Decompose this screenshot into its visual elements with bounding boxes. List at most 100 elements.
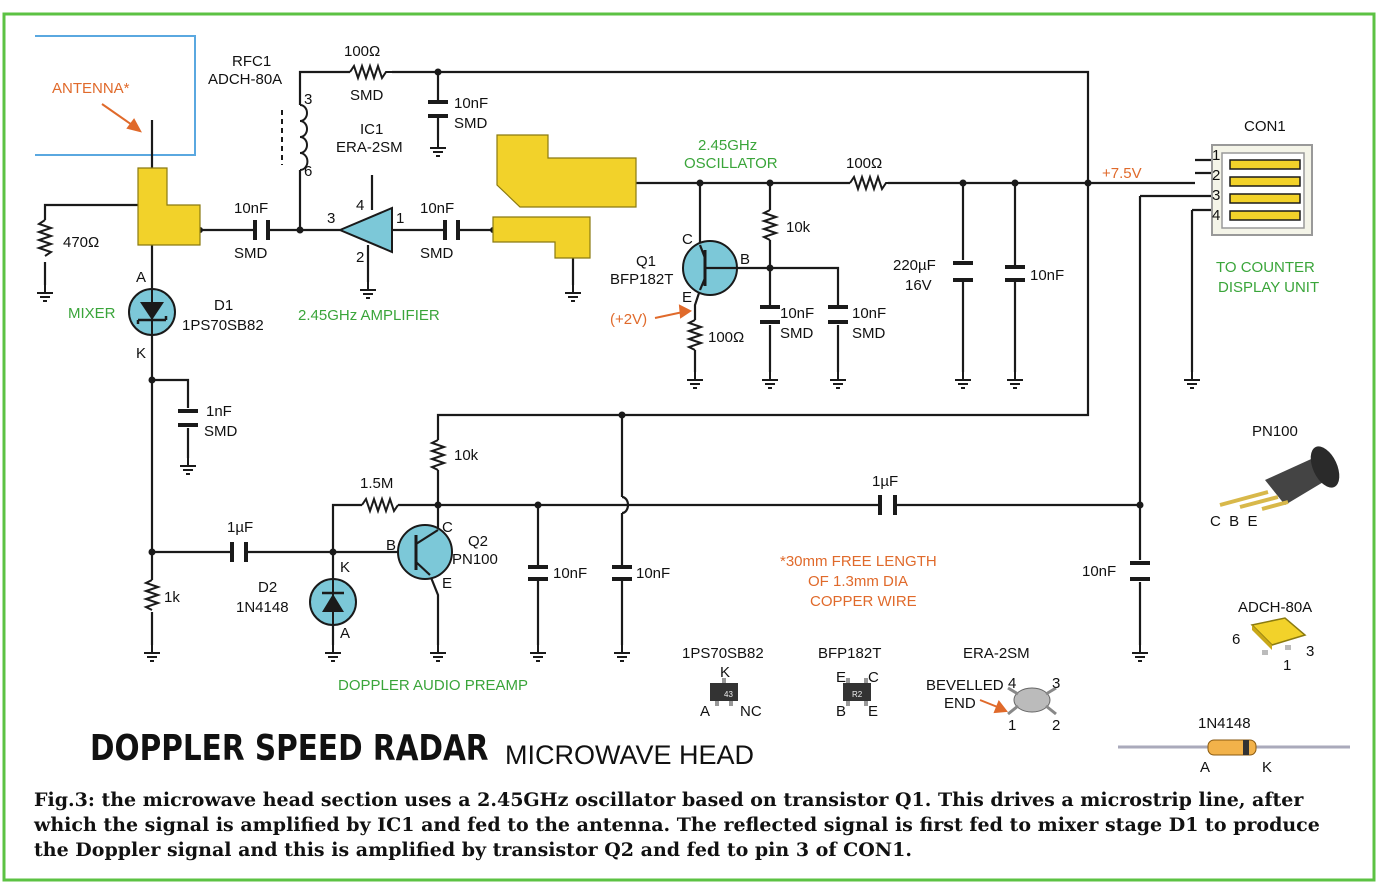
q1-base: B: [740, 251, 750, 268]
pkg-adch-pin-1: 1: [1283, 657, 1291, 674]
c1uf-out-value: 1µF: [872, 473, 898, 490]
resistor-1k: [142, 579, 162, 611]
sot-package-1ps70sb82: [710, 678, 738, 706]
pkg-1ps-marking: 43: [724, 690, 733, 699]
con1-connector: [1211, 144, 1313, 236]
c1uf-in-value: 1µF: [227, 519, 253, 536]
q2-collector: C: [442, 519, 453, 536]
pkg-bfp-c: C: [868, 669, 879, 686]
con1-pin-4: 4: [1212, 207, 1220, 224]
q2-base: B: [386, 537, 396, 554]
r-osc-value: 100Ω: [846, 155, 882, 172]
rfc-pin-6: 6: [304, 163, 312, 180]
c-amp-value: 10nF: [420, 200, 454, 217]
preamp-label: DOPPLER AUDIO PREAMP: [338, 677, 528, 694]
q1-transistor: [682, 240, 745, 296]
sot-package-bfp182t: [843, 678, 871, 706]
antenna-box: [35, 35, 196, 156]
supply-voltage-label: +7.5V: [1102, 165, 1142, 182]
q2-transistor: [397, 524, 453, 580]
1n4148-package-icon: [1118, 739, 1350, 756]
pkg-era-label: ERA-2SM: [963, 645, 1030, 662]
c1nf-smd: SMD: [204, 423, 238, 440]
q2-part-label: PN100: [452, 551, 498, 568]
adch80a-package-icon: [1250, 617, 1307, 655]
c-mix-smd: SMD: [234, 245, 268, 262]
ground-symbols: [36, 139, 1201, 662]
c-top-smd: SMD: [454, 115, 488, 132]
figure-subtitle: MICROWAVE HEAD: [505, 740, 755, 770]
d2-diode: [309, 578, 357, 626]
resistor-100r-osc: [849, 173, 892, 193]
pkg-1ps-a: A: [700, 703, 710, 720]
pkg-1n4148-a: A: [1200, 759, 1210, 776]
c-preamp-b-value: 10nF: [636, 565, 670, 582]
ic1-amplifier: [337, 206, 393, 254]
ic1-pin-4: 4: [356, 197, 364, 214]
to-counter-label-1: TO COUNTER: [1216, 259, 1315, 276]
figure-border: [2, 12, 1376, 882]
d2-cathode: K: [340, 559, 350, 576]
d2-label: D2: [258, 579, 277, 596]
pkg-bfp-b: B: [836, 703, 846, 720]
rfc1-label: RFC1: [232, 53, 271, 70]
c-supply-value: 10nF: [1030, 267, 1064, 284]
d2-part-label: 1N4148: [236, 599, 289, 616]
resistor-10k-q2: [428, 439, 448, 471]
d1-anode: A: [136, 269, 146, 286]
rfc1-inductor: [281, 104, 309, 171]
con1-pin-1: 1: [1212, 147, 1220, 164]
ic1-pin-2: 2: [356, 249, 364, 266]
figure-title: DOPPLER SPEED RADAR: [90, 728, 489, 769]
con1-label: CON1: [1244, 118, 1286, 135]
pkg-era-pin-2: 2: [1052, 717, 1060, 734]
c-con3-value: 10nF: [1082, 563, 1116, 580]
pkg-pn100-pins: C B E: [1210, 513, 1258, 530]
ic1-pin-1: 1: [396, 210, 404, 227]
q1-collector: C: [682, 231, 693, 248]
note-line-3: COPPER WIRE: [810, 593, 917, 610]
r10k-q2-value: 10k: [454, 447, 479, 464]
pkg-bfp-marking: R2: [852, 690, 863, 699]
c-amp-smd: SMD: [420, 245, 454, 262]
pkg-1n4148-label: 1N4148: [1198, 715, 1251, 732]
mixer-microstrip: [137, 167, 201, 246]
output-microstrip: [492, 216, 591, 259]
resistor-1-5m: [361, 495, 399, 515]
pkg-bfp-label: BFP182T: [818, 645, 881, 662]
c220-value: 220µF: [893, 257, 936, 274]
c220-voltage: 16V: [905, 277, 932, 294]
con1-pin-3: 3: [1212, 187, 1220, 204]
ic1-part-label: ERA-2SM: [336, 139, 403, 156]
mixer-label: MIXER: [68, 305, 116, 322]
d2-anode: A: [340, 625, 350, 642]
q1-emitter: E: [682, 289, 692, 306]
note-line-1: *30mm FREE LENGTH: [780, 553, 937, 570]
r1-5m-value: 1.5M: [360, 475, 393, 492]
bevelled-label-1: BEVELLED: [926, 677, 1004, 694]
d1-cathode: K: [136, 345, 146, 362]
pkg-era-pin-3: 3: [1052, 675, 1060, 692]
r10k-q1-value: 10k: [786, 219, 811, 236]
figure-caption: Fig.3: the microwave head section uses a…: [34, 789, 1320, 861]
r-top-value: 100Ω: [344, 43, 380, 60]
c-q1b-smd: SMD: [852, 325, 886, 342]
q2-emitter: E: [442, 575, 452, 592]
pkg-era-pin-1: 1: [1008, 717, 1016, 734]
q2-label: Q2: [468, 533, 488, 550]
amplifier-label: 2.45GHz AMPLIFIER: [298, 307, 440, 324]
pkg-pn100-label: PN100: [1252, 423, 1298, 440]
pkg-bfp-e2: E: [868, 703, 878, 720]
pkg-era-pin-4: 4: [1008, 675, 1016, 692]
capacitors: [178, 100, 1150, 581]
antenna-label: ANTENNA*: [52, 80, 130, 97]
ic1-pin-3: 3: [327, 210, 335, 227]
c-q1b-value: 10nF: [852, 305, 886, 322]
c-q1a-smd: SMD: [780, 325, 814, 342]
plus2v-label: (+2V): [610, 311, 647, 328]
resistor-470r: [35, 219, 55, 257]
d1-label: D1: [214, 297, 233, 314]
pkg-adch-label: ADCH-80A: [1238, 599, 1312, 616]
